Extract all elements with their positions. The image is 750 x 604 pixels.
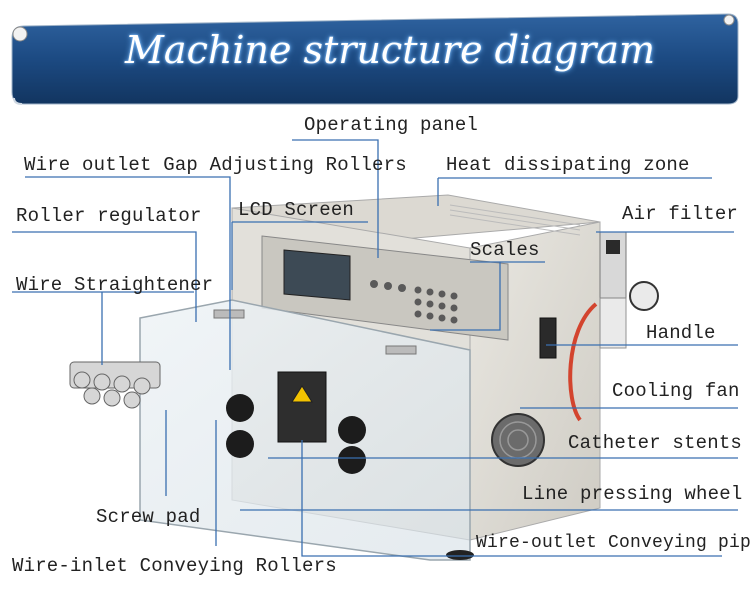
label-heat-dissipating-zone: Heat dissipating zone <box>446 154 690 176</box>
label-catheter-stents: Catheter stents <box>568 432 743 454</box>
label-roller-regulator: Roller regulator <box>16 205 202 227</box>
label-air-filter: Air filter <box>622 203 739 225</box>
label-lcd-screen: LCD Screen <box>238 199 355 221</box>
label-cooling-fan: Cooling fan <box>612 380 740 402</box>
label-wire-outlet-gap-rollers: Wire outlet Gap Adjusting Rollers <box>24 154 407 176</box>
leader-lines <box>12 139 738 557</box>
label-wire-inlet-conveying-rollers: Wire-inlet Conveying Rollers <box>12 555 337 577</box>
label-wire-outlet-conveying-pipe: Wire-outlet Conveying pipe <box>476 533 750 553</box>
machine-illustration <box>69 194 659 561</box>
label-line-pressing-wheel: Line pressing wheel <box>522 483 743 505</box>
title-banner <box>11 13 739 105</box>
label-handle: Handle <box>646 322 716 344</box>
label-operating-panel: Operating panel <box>304 114 479 136</box>
diagram-title: Machine structure diagram <box>125 28 655 72</box>
label-scales: Scales <box>470 239 540 261</box>
label-wire-straightener: Wire Straightener <box>16 274 214 296</box>
label-screw-pad: Screw pad <box>96 506 201 528</box>
